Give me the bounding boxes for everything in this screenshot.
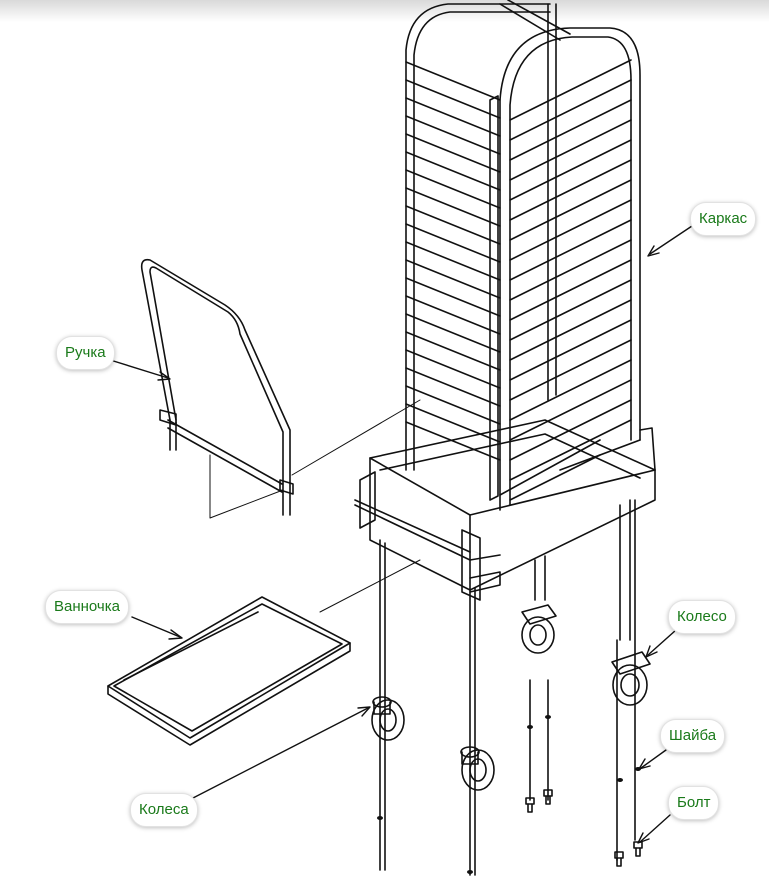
wheel-center <box>460 746 495 791</box>
leader-arrows <box>106 225 693 844</box>
washers <box>377 715 641 874</box>
label-wheels: Колеса <box>130 793 198 827</box>
label-bolt: Болт <box>668 786 720 820</box>
top-shadow <box>0 0 769 22</box>
handle-part <box>140 258 294 519</box>
tray-part <box>107 596 351 746</box>
bolts <box>525 789 643 867</box>
wheel-front-left <box>371 696 405 741</box>
label-frame: Каркас <box>690 202 757 236</box>
label-washer: Шайба <box>660 719 726 753</box>
label-handle: Ручка <box>56 336 115 370</box>
wheel-back-right <box>521 604 557 654</box>
label-tray: Ванночка <box>45 590 129 624</box>
wheel-front-right <box>611 651 651 706</box>
label-wheel: Колесо <box>668 600 736 634</box>
rack-frame <box>291 0 656 876</box>
